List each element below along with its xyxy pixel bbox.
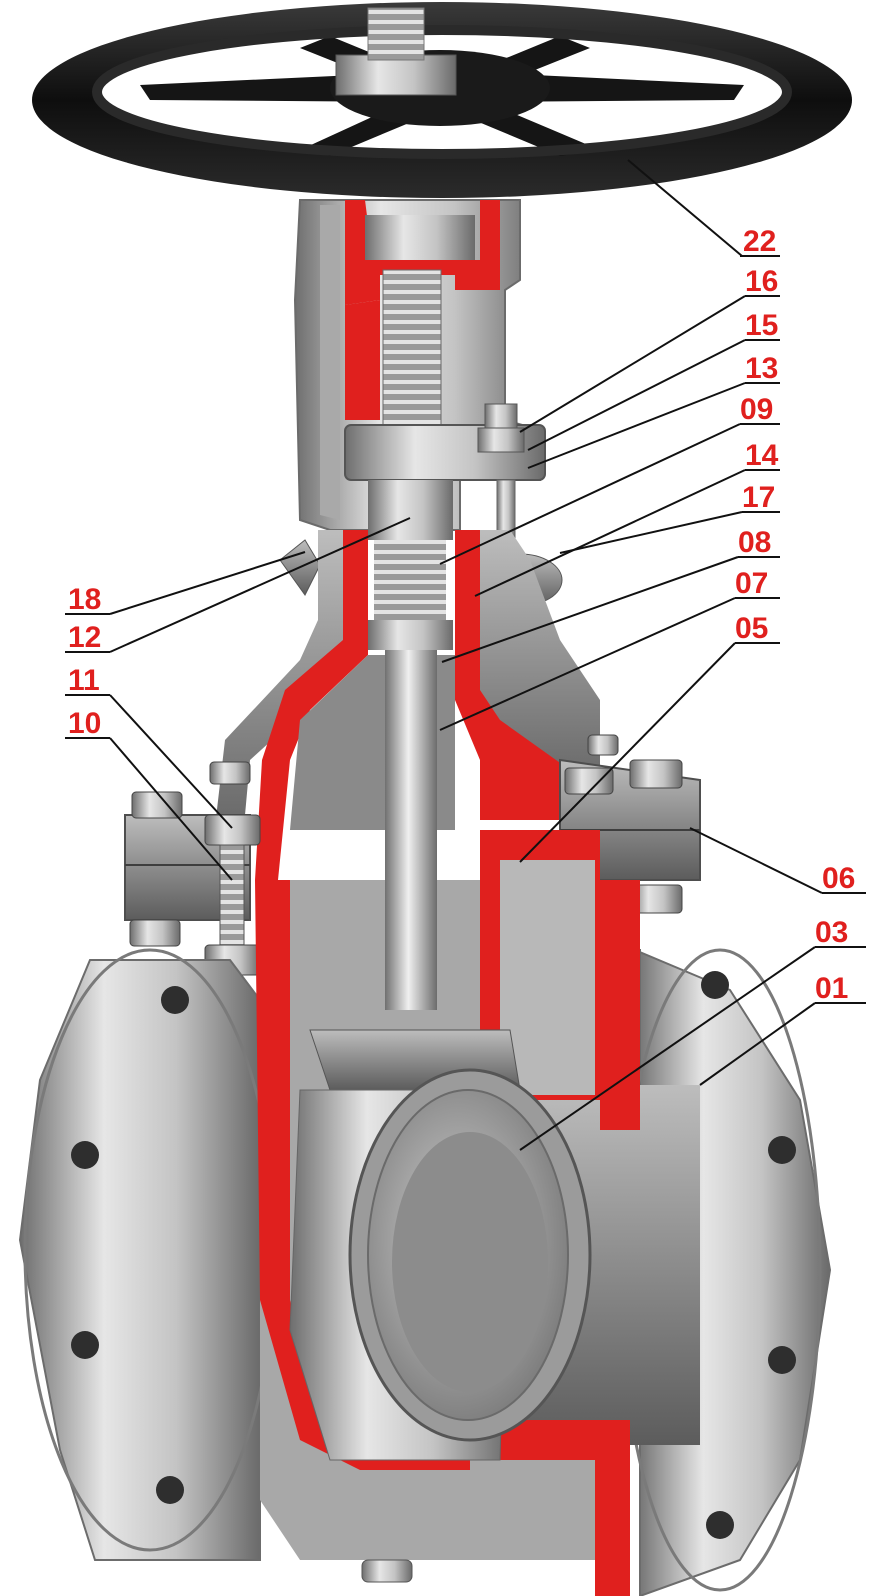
callout-14: 14 bbox=[745, 439, 779, 472]
leader-09-diag bbox=[439, 423, 741, 565]
leader-07-diag bbox=[439, 597, 736, 731]
callout-06: 06 bbox=[822, 862, 855, 895]
callout-16: 16 bbox=[745, 265, 778, 298]
bottom-boss bbox=[361, 1559, 413, 1583]
packing-area bbox=[368, 480, 453, 650]
stem bbox=[385, 650, 437, 1010]
leader-lines bbox=[65, 159, 866, 1151]
leader-06-diag bbox=[689, 827, 823, 894]
callout-22: 22 bbox=[743, 225, 776, 258]
leader-13-diag bbox=[527, 382, 746, 469]
leader-05-diag bbox=[519, 642, 736, 863]
callout-17: 17 bbox=[742, 481, 775, 514]
callout-12: 12 bbox=[68, 621, 101, 654]
leader-16-diag bbox=[519, 295, 746, 433]
callout-13: 13 bbox=[745, 352, 778, 385]
leader-17-diag bbox=[559, 511, 743, 554]
stem-thread bbox=[382, 269, 442, 451]
leader-10-diag bbox=[109, 737, 233, 881]
leader-14-diag bbox=[474, 469, 746, 597]
handwheel bbox=[32, 2, 852, 198]
callout-08: 08 bbox=[738, 526, 771, 559]
leader-11-diag bbox=[109, 694, 233, 829]
leader-03-diag bbox=[519, 946, 816, 1151]
wedge-disc bbox=[289, 1029, 592, 1461]
callout-10: 10 bbox=[68, 707, 101, 740]
leader-15-diag bbox=[527, 339, 746, 451]
callout-01: 01 bbox=[815, 972, 848, 1005]
leader-12-diag bbox=[109, 517, 411, 653]
callout-labels: 22 16 15 13 09 14 17 08 07 05 06 03 01 1… bbox=[68, 225, 855, 1005]
callout-07: 07 bbox=[735, 567, 768, 600]
callout-09: 09 bbox=[740, 393, 773, 426]
callout-11: 11 bbox=[68, 664, 100, 697]
callout-15: 15 bbox=[745, 309, 778, 342]
callout-05: 05 bbox=[735, 612, 768, 645]
leader-08-diag bbox=[441, 556, 739, 663]
callout-18: 18 bbox=[68, 583, 101, 616]
leader-18-diag bbox=[109, 551, 306, 615]
leader-22-diag bbox=[627, 159, 743, 257]
leader-01-diag bbox=[699, 1002, 816, 1086]
callout-03: 03 bbox=[815, 916, 848, 949]
flange-bolts bbox=[129, 734, 683, 976]
